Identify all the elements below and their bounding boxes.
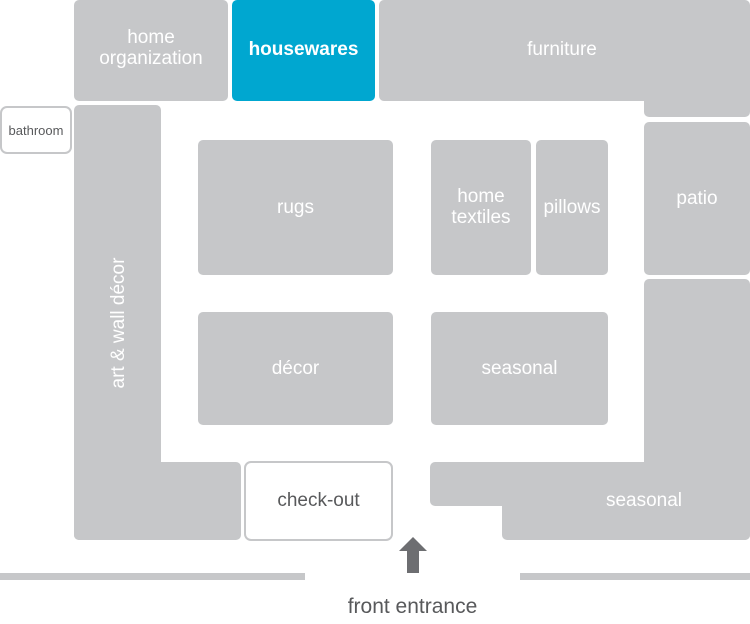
department-housewares-label: housewares [248, 38, 359, 60]
department-home-organization-label: home organization [99, 27, 203, 69]
checkout-area[interactable] [244, 461, 393, 541]
department-rugs[interactable] [198, 140, 393, 275]
front-entrance-label: front entrance [347, 595, 478, 618]
department-art-wall-decor-label: art & wall décor [107, 257, 129, 389]
department-seasonal-right-label: seasonal [605, 489, 683, 511]
department-bathroom-label: bathroom [8, 122, 64, 138]
checkout-label: check-out [277, 490, 360, 511]
department-seasonal-right-ledge[interactable] [430, 462, 550, 506]
department-pillows-label: pillows [543, 196, 601, 218]
department-seasonal-center[interactable] [431, 312, 608, 425]
department-housewares[interactable] [232, 0, 375, 101]
department-home-organization[interactable] [74, 0, 228, 101]
department-seasonal-center-label: seasonal [481, 357, 558, 379]
department-decor-label: décor [271, 357, 320, 379]
department-home-textiles-label: home textiles [451, 186, 511, 228]
department-furniture-extension[interactable] [644, 60, 750, 117]
department-home-textiles[interactable] [431, 140, 531, 275]
entrance-arrow-icon [399, 537, 427, 573]
department-pillows[interactable] [536, 140, 608, 275]
department-art-wall-decor-extension[interactable] [74, 462, 241, 540]
front-wall-left [0, 573, 305, 580]
department-patio[interactable] [644, 122, 750, 275]
department-furniture-label: furniture [527, 38, 597, 60]
department-patio-label: patio [676, 187, 718, 209]
department-bathroom[interactable] [0, 106, 72, 154]
department-rugs-label: rugs [277, 196, 314, 218]
department-decor[interactable] [198, 312, 393, 425]
front-wall-right [520, 573, 750, 580]
